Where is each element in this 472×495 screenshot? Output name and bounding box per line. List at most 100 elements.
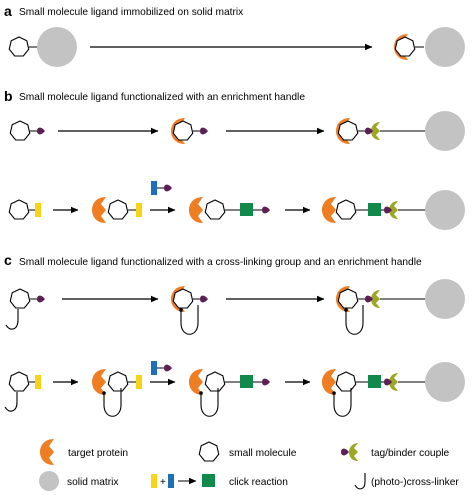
captured-complex-b2 (322, 190, 465, 230)
small-molecule-icon (8, 371, 30, 392)
svg-text:+: + (160, 477, 166, 488)
click-handle-icon (35, 375, 41, 389)
legend-small-molecule: small molecule (198, 441, 297, 462)
svg-text:solid matrix: solid matrix (67, 477, 119, 488)
crosslinker-icon (333, 388, 352, 417)
tag-icon (341, 448, 349, 456)
protein-bound-ligand-tag (171, 118, 208, 144)
click-handle-icon (136, 375, 142, 389)
crosslinked-click-ligand (92, 369, 142, 417)
crosslinker-icon (200, 388, 219, 417)
solid-matrix-icon (37, 27, 77, 67)
tag-icon (37, 295, 45, 303)
solid-matrix-icon (425, 362, 465, 402)
small-molecule-icon (335, 199, 357, 220)
small-molecule-icon (172, 288, 194, 309)
legend-tag-binder: tag/binder couple (341, 443, 449, 461)
crosslinker-icon (103, 388, 122, 417)
small-molecule-icon (198, 441, 220, 462)
captured-complex-c1 (336, 279, 465, 335)
tag-icon (262, 206, 270, 214)
click-product-icon (240, 203, 253, 216)
svg-text:(photo-)cross-linker: (photo-)cross-linker (371, 477, 459, 488)
ligand-with-tag (9, 120, 45, 141)
binder-icon (349, 443, 358, 461)
ligand-crosslinker-click (4, 371, 41, 412)
ligand-crosslinker-tag (5, 288, 45, 330)
target-protein-icon (189, 197, 203, 223)
target-protein-icon (322, 369, 336, 395)
legend: target protein small molecule tag/binder… (39, 439, 459, 491)
click-product-icon (202, 474, 215, 487)
target-protein-icon (322, 197, 336, 223)
solid-matrix-icon (425, 111, 465, 151)
crosslinked-clicked-complex (189, 369, 270, 417)
svg-text:tag/binder couple: tag/binder couple (371, 448, 449, 459)
svg-text:click reaction: click reaction (229, 477, 288, 488)
tag-icon (262, 378, 270, 386)
tag-icon (200, 295, 208, 303)
clicked-complex (189, 197, 270, 223)
crosslinked-protein-ligand (171, 286, 208, 335)
small-molecule-icon (9, 288, 31, 309)
tag-icon (164, 184, 172, 192)
small-molecule-icon (9, 120, 31, 141)
alkyne-icon (151, 474, 157, 488)
legend-target-protein: target protein (40, 439, 128, 465)
crosslinker-icon (5, 309, 19, 330)
click-tag-reagent (151, 181, 172, 195)
crosslinker-icon (180, 305, 199, 335)
section-c-letter: c (4, 252, 12, 268)
solid-matrix-icon (425, 190, 465, 230)
click-tag-reagent (151, 361, 172, 375)
tag-icon (37, 127, 45, 135)
protein-bound-matrix-end (394, 27, 465, 67)
target-protein-icon (40, 439, 54, 465)
target-protein-icon (92, 369, 106, 395)
captured-complex-b1 (336, 111, 465, 151)
legend-crosslinker: (photo-)cross-linker (354, 473, 459, 490)
protein-bound-click-ligand (92, 197, 142, 223)
click-product-icon (240, 375, 253, 388)
small-molecule-icon (8, 36, 30, 57)
ligand-on-matrix-start (8, 27, 77, 67)
azide-icon (151, 361, 157, 375)
target-protein-icon (189, 369, 203, 395)
section-c-title: Small molecule ligand functionalized wit… (19, 257, 422, 268)
small-molecule-icon (337, 120, 359, 141)
azide-icon (168, 474, 174, 488)
legend-click-reaction: + click reaction (151, 474, 288, 488)
section-b-letter: b (4, 88, 13, 104)
small-molecule-icon (394, 36, 416, 57)
target-protein-icon (92, 197, 106, 223)
svg-text:small molecule: small molecule (229, 448, 297, 459)
crosslinker-icon (4, 392, 18, 412)
svg-text:target protein: target protein (68, 448, 128, 459)
small-molecule-icon (107, 371, 129, 392)
solid-matrix-icon (425, 279, 465, 319)
crosslinker-icon (354, 473, 366, 490)
tag-icon (164, 364, 172, 372)
click-product-icon (368, 375, 381, 388)
crosslinker-icon (345, 305, 364, 335)
section-a-title: Small molecule ligand immobilized on sol… (19, 7, 243, 18)
click-product-icon (368, 203, 381, 216)
click-handle-icon (136, 203, 142, 217)
captured-complex-c2 (322, 362, 465, 417)
legend-solid-matrix: solid matrix (39, 471, 119, 491)
small-molecule-icon (335, 371, 357, 392)
ligand-with-click-handle (8, 199, 41, 220)
section-b-title: Small molecule ligand functionalized wit… (19, 92, 305, 103)
small-molecule-icon (204, 199, 226, 220)
section-a-letter: a (4, 3, 12, 19)
small-molecule-icon (204, 371, 226, 392)
solid-matrix-icon (39, 471, 59, 491)
solid-matrix-icon (425, 27, 465, 67)
small-molecule-icon (172, 120, 194, 141)
azide-icon (151, 181, 157, 195)
small-molecule-icon (107, 199, 129, 220)
small-molecule-icon (337, 288, 359, 309)
small-molecule-icon (8, 199, 30, 220)
tag-icon (200, 127, 208, 135)
